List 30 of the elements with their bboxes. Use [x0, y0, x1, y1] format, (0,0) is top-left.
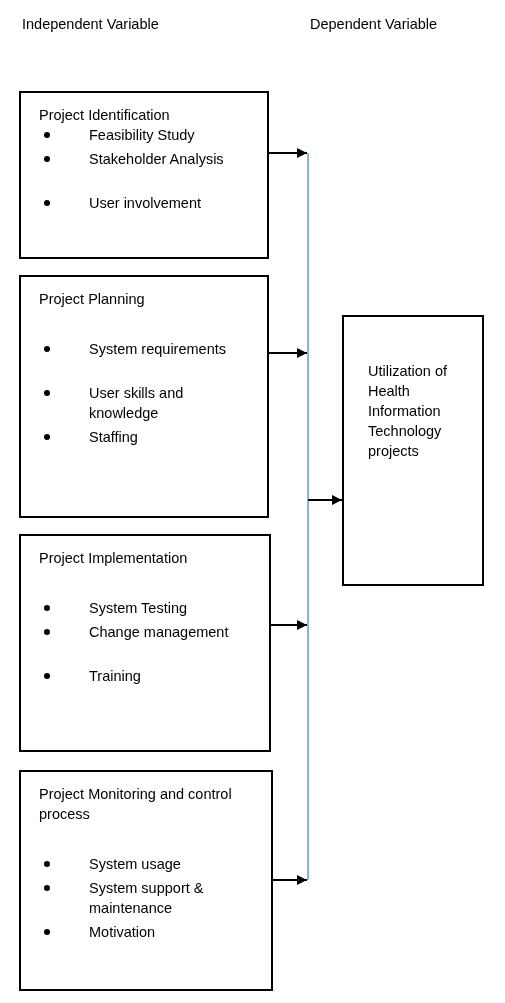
bullet-text: Feasibility Study: [89, 127, 195, 143]
arrow: [268, 148, 308, 158]
bullet-text: Staffing: [89, 429, 138, 445]
box-heading: Project Identification: [39, 106, 171, 125]
connector-line: [307, 152, 309, 881]
bullet-text: User skills and knowledge: [89, 385, 184, 421]
box-heading: Project Planning: [39, 290, 146, 309]
arrow: [307, 495, 343, 505]
text-box: [19, 91, 269, 259]
box-heading: Project Monitoring and control process: [39, 785, 233, 824]
text-box: [19, 770, 273, 991]
bullet-text: System usage: [89, 856, 181, 872]
text-box: [19, 275, 269, 518]
bullet-text: Change management: [89, 624, 229, 640]
bullet-text: Training: [89, 668, 141, 684]
arrow: [272, 875, 308, 885]
arrow: [270, 620, 308, 630]
bullet-text: System Testing: [89, 600, 188, 616]
bullet-text: System support & maintenance: [89, 880, 204, 916]
bullet-text: Motivation: [89, 924, 156, 940]
box-heading: Project Implementation: [39, 549, 189, 568]
text-box: [342, 315, 484, 586]
bullet-text: User involvement: [89, 195, 201, 211]
bullet-text: Stakeholder Analysis: [89, 151, 224, 167]
outcome-text: Utilization of Health Information Technology projects: [368, 362, 448, 461]
text-box: [19, 534, 271, 752]
column-heading: Dependent Variable: [310, 16, 438, 32]
column-heading: Independent Variable: [22, 16, 159, 32]
arrow: [268, 348, 308, 358]
bullet-text: System requirements: [89, 341, 226, 357]
